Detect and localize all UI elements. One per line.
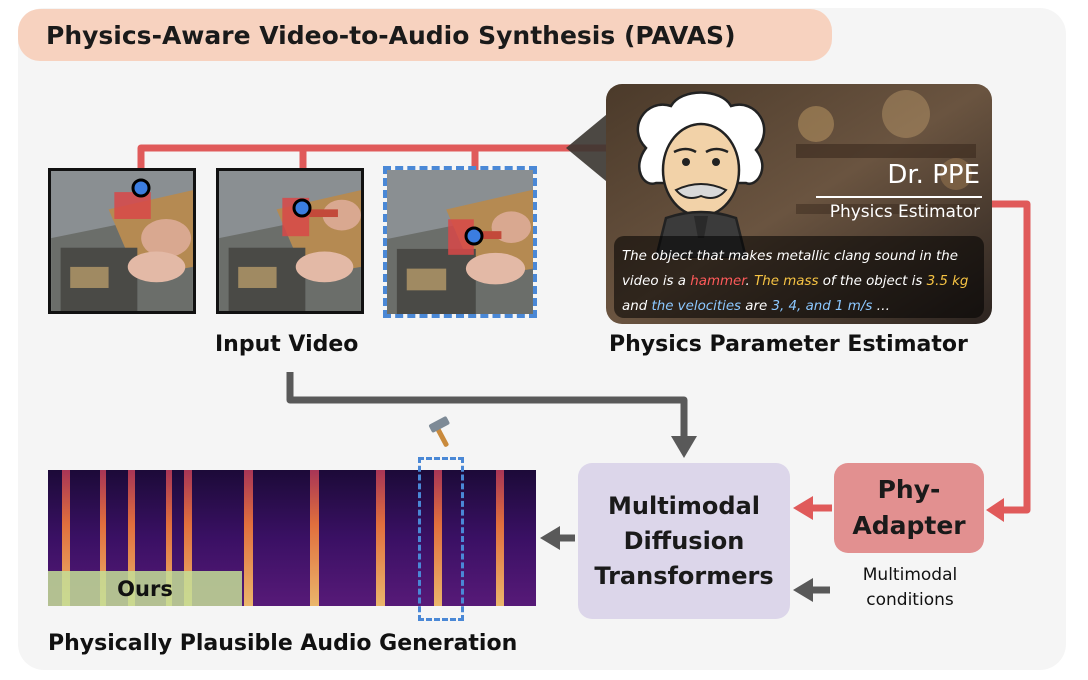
gray-wire-video-to-diffusion [286,372,688,440]
einstein-avatar [636,91,766,258]
video-frame-3-highlighted [383,166,537,318]
conditions-line-2: conditions [866,590,954,610]
text-segment: The object that makes metallic clang sou… [622,249,958,289]
input-video-label: Input Video [215,332,359,357]
text-segment-object: hammer [690,274,746,289]
phy-adapter-box: Phy- Adapter [834,463,984,553]
physics-estimator-card: Dr. PPE Physics Estimator The object tha… [606,84,992,324]
text-segment-mass-value: 3.5 kg [926,274,969,289]
highlight-strike-box [418,457,464,621]
text-segment: and [622,299,652,314]
diffusion-line-1: Multimodal [608,491,760,520]
estimator-label: Physics Parameter Estimator [609,332,968,357]
output-label: Physically Plausible Audio Generation [48,631,518,656]
text-segment-mass-label: The mass [754,274,819,289]
estimator-divider [816,196,982,198]
hammer-icon [428,416,450,447]
text-segment: are [741,299,772,314]
text-segment: of the object is [818,274,927,289]
text-segment-velocity-value: 3, 4, and 1 m/s [771,299,873,314]
estimator-output-text: The object that makes metallic clang sou… [614,236,984,318]
track-point-3 [464,226,484,246]
text-segment: … [872,299,890,314]
page-title: Physics-Aware Video-to-Audio Synthesis (… [18,9,832,61]
track-point-2 [292,198,312,218]
multimodal-diffusion-transformers-box: Multimodal Diffusion Transformers [578,463,790,619]
estimator-name: Dr. PPE [887,160,980,190]
adapter-line-2: Adapter [852,511,966,540]
text-segment-velocity-label: the velocities [651,299,742,314]
text-segment: . [745,274,755,289]
diffusion-line-3: Transformers [594,561,774,590]
red-arrowhead-adapter [986,498,1004,522]
adapter-line-1: Phy- [877,475,941,504]
conditions-line-1: Multimodal [862,565,958,585]
diffusion-line-2: Diffusion [623,526,745,555]
red-wire-estimator-to-adapter [990,200,1031,514]
gray-arrowhead-diffusion [671,436,697,458]
track-point-1 [131,178,151,198]
gray-arrowhead-conditions [793,578,813,602]
multimodal-conditions-label: Multimodal conditions [832,563,988,613]
ours-badge: Ours [48,571,242,606]
gray-arrowhead-audio [540,526,560,550]
estimator-callout [566,110,612,186]
estimator-subtitle: Physics Estimator [829,202,980,222]
red-arrowhead-diffusion [793,496,813,520]
